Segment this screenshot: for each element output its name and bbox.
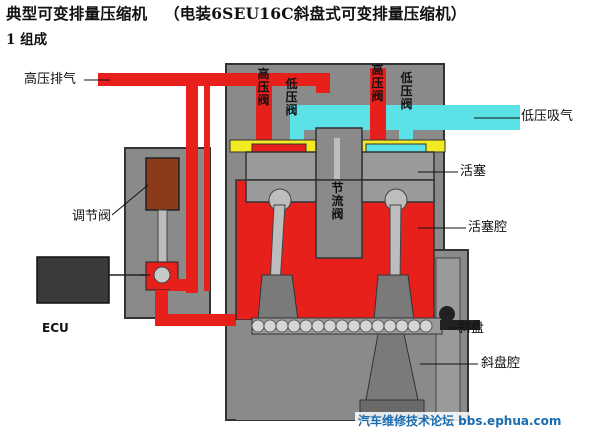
label-high-pressure-valve-right: 高压阀 xyxy=(371,63,384,103)
label-ecu: ECU xyxy=(42,321,69,335)
exhaust-to-valve xyxy=(170,279,198,291)
left-high-valve-tube xyxy=(256,80,272,150)
rod-shoe-left xyxy=(257,274,299,321)
right-high-valve-tube xyxy=(370,68,386,150)
bearing-beads xyxy=(251,319,433,333)
control-valve-ball xyxy=(153,266,171,284)
page-title: 典型可变排量压缩机 （电装6SEU16C斜盘式可变排量压缩机） xyxy=(6,4,467,23)
cylinder-right-top xyxy=(361,151,435,181)
exhaust-pipe-right-drop xyxy=(316,73,330,93)
throttle-block-lower xyxy=(315,179,363,259)
leader-lines xyxy=(84,79,520,365)
exhaust-inner-line xyxy=(204,86,210,291)
exhaust-pipe-left-down xyxy=(186,73,198,293)
label-high-pressure-exhaust: 高压排气 xyxy=(24,72,77,87)
label-swash-plate-chamber: 斜盘腔 xyxy=(481,356,521,371)
cylinder-left-top xyxy=(245,151,317,181)
control-valve-body xyxy=(145,157,180,211)
label-throttle-valve: 节流阀 xyxy=(331,181,344,221)
label-low-pressure-valve-left: 低压阀 xyxy=(285,77,298,117)
label-piston: 活塞 xyxy=(460,164,487,179)
connecting-rod-right xyxy=(389,204,402,286)
label-piston-chamber: 活塞腔 xyxy=(468,220,508,235)
control-valve-stem xyxy=(157,209,168,269)
swash-pivot xyxy=(439,306,455,322)
control-to-chamber-horizontal xyxy=(155,314,245,326)
label-low-pressure-valve-right: 低压阀 xyxy=(400,71,413,111)
label-swash-plate: 斜盘 xyxy=(458,321,485,336)
rear-housing-inner xyxy=(435,257,461,421)
right-low-valve-tube xyxy=(399,105,413,145)
label-control-valve: 调节阀 xyxy=(72,209,112,224)
watermark: 汽车维修技术论坛 bbs.ephua.com xyxy=(355,412,565,429)
ecu-box xyxy=(36,256,110,304)
label-low-pressure-intake: 低压吸气 xyxy=(521,109,574,124)
label-high-pressure-valve-left: 高压阀 xyxy=(257,67,270,107)
rod-shoe-right xyxy=(373,274,415,321)
intake-pipe-down-left xyxy=(290,105,304,145)
section-subtitle: 1 组成 xyxy=(6,32,48,48)
main-shaft xyxy=(440,320,480,330)
